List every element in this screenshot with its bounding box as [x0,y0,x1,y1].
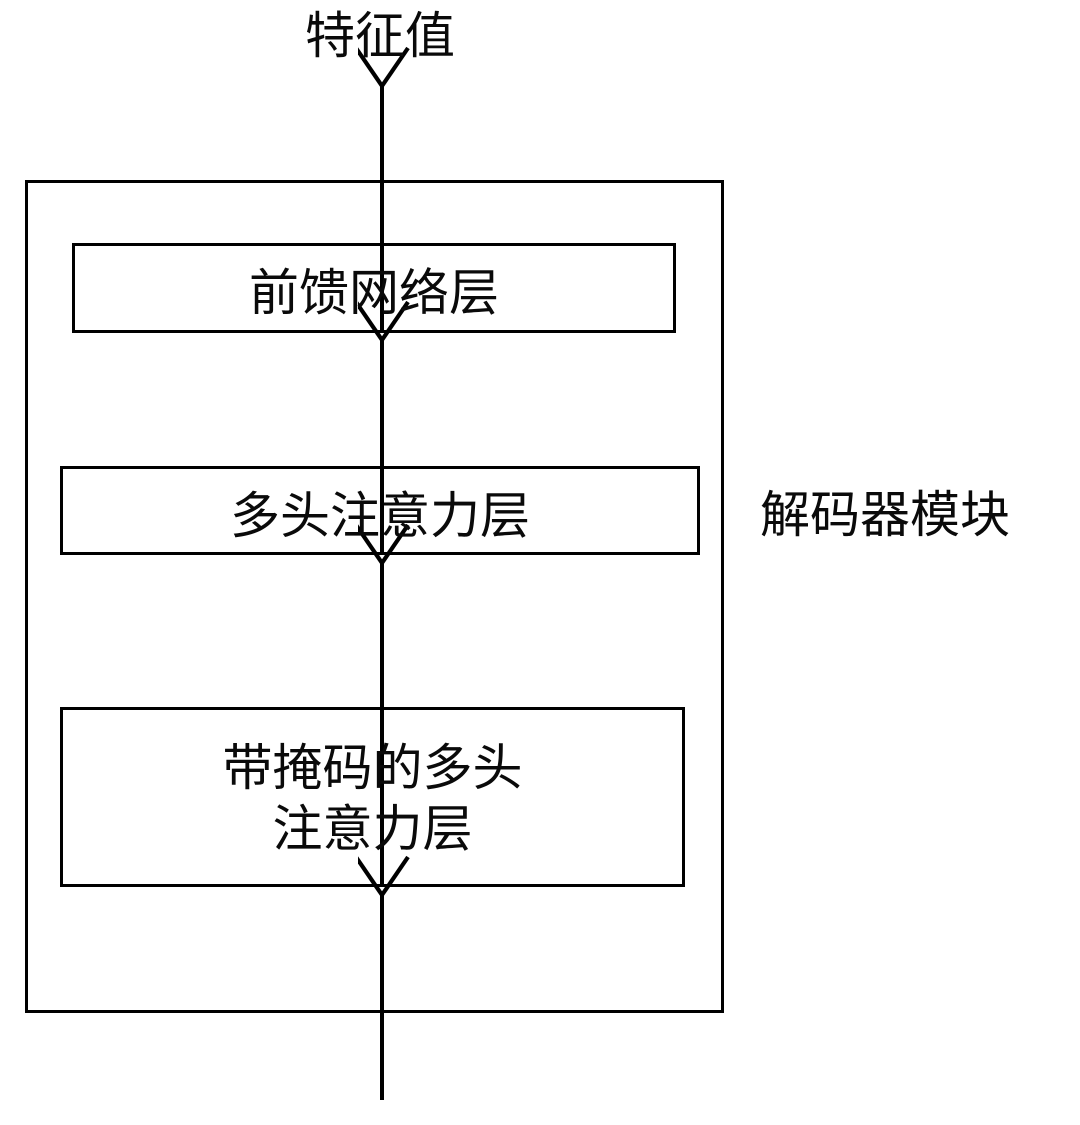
masked-label-line-2: 注意力层 [272,801,473,857]
masked-multi-head-attention-layer-label: 带掩码的多头注意力层 [60,738,685,860]
multi-head-attention-layer-label: 多头注意力层 [230,488,530,544]
masked-label-line-1: 带掩码的多头 [222,740,523,796]
feed-forward-layer-label: 前馈网络层 [249,265,499,321]
output-label-feature-value: 特征值 [305,8,455,64]
decoder-module-label: 解码器模块 [760,487,1010,543]
